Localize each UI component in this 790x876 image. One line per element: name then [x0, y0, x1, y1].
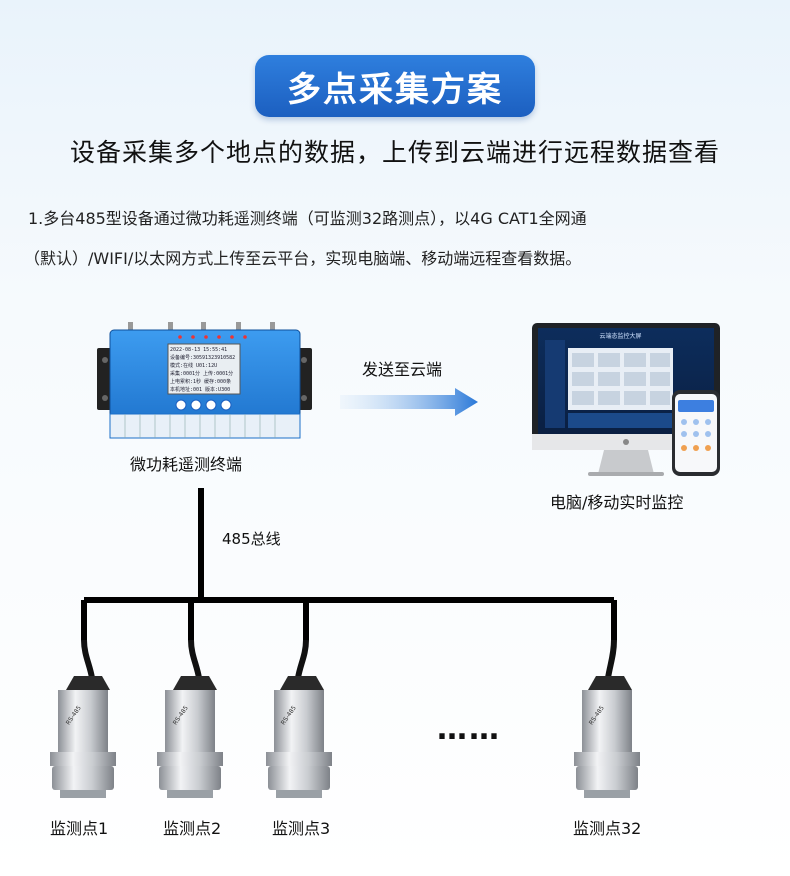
sensor-1 [50, 639, 116, 798]
monitor-label: 电脑/移动实时监控 [550, 493, 684, 512]
page-title: 多点采集方案 [255, 55, 535, 117]
sensor-3 [266, 639, 332, 798]
cloud-arrow [340, 388, 478, 416]
sensor-label-32: 监测点32 [573, 819, 642, 838]
screen-line: 2022-08-13 15:55:41 [170, 347, 228, 353]
sensor-label-2: 监测点2 [163, 819, 222, 838]
bus-label: 485总线 [222, 530, 281, 548]
telemetry-terminal [97, 322, 312, 439]
page-subtitle: 设备采集多个地点的数据，上传到云端进行远程数据查看 [69, 138, 720, 167]
screen-line: 本机地址:001 版本:U300 [170, 387, 231, 393]
screen-line: 采集:0001分 上传:0001分 [170, 371, 234, 377]
cloud-arrow-label: 发送至云端 [362, 360, 443, 379]
sensor-2 [157, 639, 223, 798]
description-line-1: 1.多台485型设备通过微功耗遥测终端（可监测32路测点），以4G CAT1全网… [28, 209, 587, 228]
description-line-2: （默认）/WIFI/以太网方式上传至云平台，实现电脑端、移动端远程查看数据。 [24, 249, 582, 268]
terminal-label: 微功耗遥测终端 [130, 455, 243, 474]
ellipsis: …… [437, 712, 501, 747]
rs485-bus [81, 488, 617, 640]
sensor-label-3: 监测点3 [272, 819, 331, 838]
screen-line: 模式:在线 U01:12U [170, 363, 218, 369]
terminal-screen: 2022-08-13 15:55:41 设备编号:30591323910582 … [170, 346, 240, 394]
screen-line: 设备编号:30591323910582 [170, 355, 236, 361]
desktop-monitor [532, 323, 720, 476]
screen-line: 上电累积:1秒 缓存:000条 [170, 379, 232, 385]
sensor-32 [574, 639, 640, 798]
sensor-label-1: 监测点1 [50, 819, 109, 838]
monitor-screen-title: 云端态监控大屏 [599, 333, 642, 340]
